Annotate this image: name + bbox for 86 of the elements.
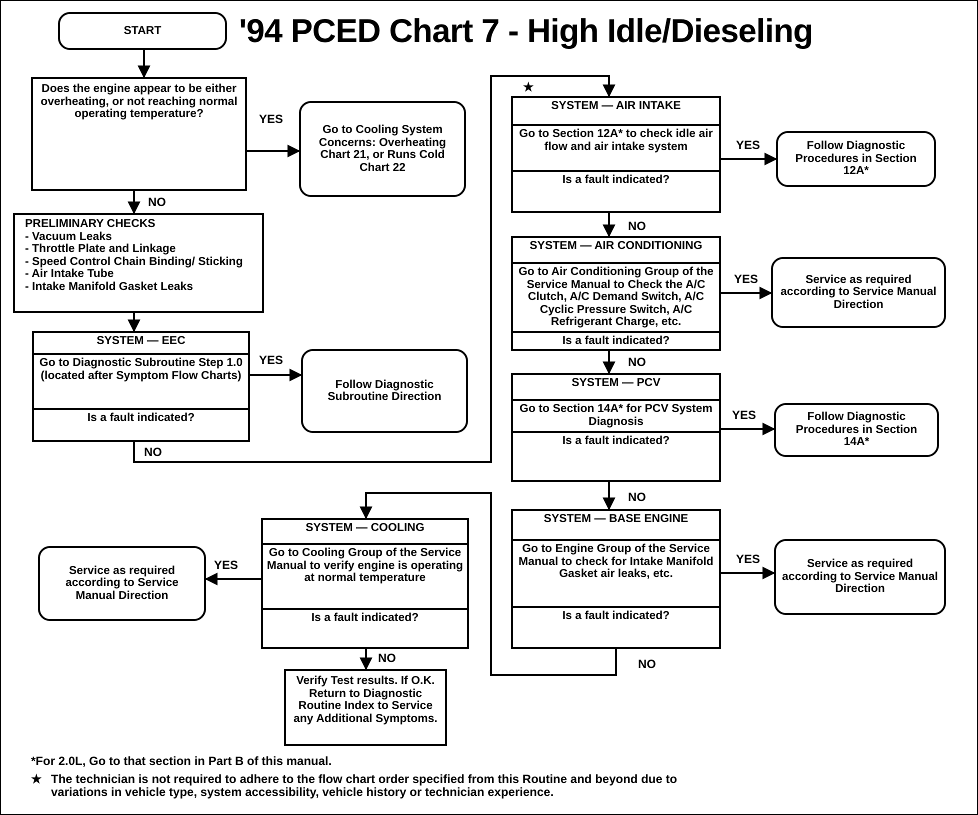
checklist-item: - Speed Control Chain Binding/ Sticking [25,256,244,268]
terminal-box [776,131,936,187]
edge-label: NO [377,652,397,665]
edge-label: NO [627,220,647,233]
arrow [602,213,616,238]
edge-label: YES [731,409,758,422]
edge-label: NO [637,658,657,671]
edge-label: YES [735,553,762,566]
arrow [721,152,778,166]
terminal-box [774,539,946,615]
box-text: Service as required according to Service Manual Direction [780,274,938,312]
system-step-box [261,518,469,649]
footnote: *For 2.0L, Go to that section in Part B of this manual. [31,755,333,768]
decision-question: Is a fault indicated? [263,608,467,647]
checklist-box [13,213,264,313]
checklist-item: - Throttle Plate and Linkage [25,243,177,256]
edge-label: YES [258,113,284,126]
arrow [721,422,776,436]
decision-question: Is a fault indicated? [513,431,719,480]
checklist-item: - Air Intake Tube [25,268,115,280]
step-instruction: Go to Section 12A* to check idle air flow and air intake system [513,124,719,170]
box-text: Does the engine appear to be either overheating, or not reaching normal operating temperature? [40,83,238,120]
step-instruction: Go to Diagnostic Subroutine Step 1.0 (located after Symptom Flow Charts) [34,353,248,408]
box-text: Service as required according to Service Manual Direction [64,564,180,602]
box-text: Go to Cooling System Concerns: Overheating Chart 21, or Runs Cold Chart 22 [318,124,448,174]
arrow [602,351,616,374]
arrow [128,191,140,214]
arrow [204,572,261,586]
system-step-box [511,236,721,351]
star-mark: ★ [523,81,534,94]
edge-label: YES [735,139,762,152]
arrow [138,50,150,78]
box-text: Follow Diagnostic Procedures in Section 14A* [794,411,918,449]
arrow [250,368,302,382]
terminal-box [774,403,939,457]
edge-label: YES [213,559,240,572]
arrow [721,566,776,580]
box-text: Service as required according to Service Manual Direction [782,558,938,596]
checklist-heading: PRELIMINARY CHECKS [25,218,156,230]
edge-label: NO [627,491,647,504]
edge-label: NO [147,196,167,209]
step-instruction: Go to Cooling Group of the Service Manual to verify engine is operating at normal temperature [263,543,467,608]
footnote: The technician is not required to adhere to the flow chart order specified from this Routine and beyond due to variations in vehicle type, system accessibility, vehicle history or technician experience. [51,773,678,799]
edge-label: YES [733,273,760,286]
system-step-box [511,509,721,649]
arrow [360,649,372,670]
arrow [133,75,616,463]
arrow [360,492,617,676]
step-heading: SYSTEM — PCV [570,376,662,391]
edge-label: NO [627,356,647,369]
checklist-item: - Intake Manifold Gasket Leaks [25,280,194,293]
box-text: Follow Diagnostic Procedures in Section 12A* [794,140,918,178]
terminal-box [301,349,468,433]
box-text: Follow Diagnostic Subroutine Direction [326,378,442,404]
box-text: Verify Test results. If O.K. Return to Diagnostic Routine Index to Service any Additional Symptoms. [292,675,438,725]
edge-label: NO [143,446,163,459]
terminal-box [299,101,466,197]
system-step-box [32,331,250,442]
edge-label: YES [258,354,284,367]
arrow [128,313,140,332]
system-step-box [511,96,721,213]
terminal-box [58,12,227,50]
step-instruction: Go to Engine Group of the Service Manual to check for Intake Manifold Gasket air leaks, etc. [513,539,719,606]
step-heading: SYSTEM — AIR CONDITIONING [528,239,704,254]
decision-question: Is a fault indicated? [513,330,719,349]
terminal-box [38,546,206,621]
system-step-box [511,373,721,482]
decision-question: Is a fault indicated? [513,606,719,647]
arrow [602,482,616,510]
decision-question: Is a fault indicated? [513,170,719,211]
step-instruction: Go to Section 14A* for PCV System Diagnosis [513,399,719,431]
process-box [31,77,247,191]
star-mark: ★ [31,773,42,786]
process-box [284,669,447,746]
decision-question: Is a fault indicated? [34,408,248,440]
step-heading: SYSTEM — COOLING [304,521,426,536]
step-heading: SYSTEM — EEC [96,334,186,349]
step-heading: SYSTEM — BASE ENGINE [542,512,690,527]
terminal-box [771,257,946,328]
step-instruction: Go to Air Conditioning Group of the Service Manual to Check the A/C Clutch, A/C Demand Switch, A/C Cyclic Pressure Switch, A/C Refrigerant Charge, etc. [513,262,719,330]
arrow [247,144,300,158]
arrow [721,286,772,300]
box-text: START [122,24,162,38]
checklist-item: - Vacuum Leaks [25,230,113,243]
chart-title: '94 PCED Chart 7 - High Idle/Dieseling [239,11,813,51]
step-heading: SYSTEM — AIR INTAKE [550,99,682,114]
